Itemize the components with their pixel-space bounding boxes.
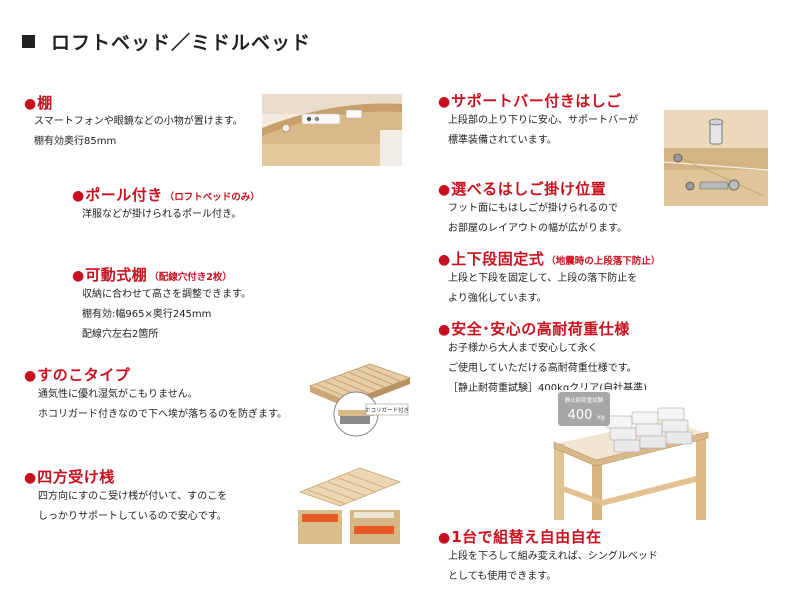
description-line: 収納に合わせて高さを調整できます。: [82, 289, 251, 300]
feature-description: 上段部の上り下りに安心、サポートバーが 標準装備されています。: [448, 111, 638, 151]
description-line: お部屋のレイアウトの幅が広がります。: [448, 223, 627, 234]
feature-title: 可動式棚: [85, 266, 148, 284]
feature-description: スマートフォンや眼鏡などの小物が置けます。 棚有効奥行85mm: [34, 113, 243, 153]
bullet-icon: ●: [72, 268, 85, 284]
feature-heading: ● ポール付き （ロフトベッドのみ）: [72, 184, 260, 205]
description-line: 上段部の上り下りに安心、サポートバーが: [448, 115, 638, 126]
feature-title: 選べるはしご掛け位置: [451, 180, 607, 198]
feature-description: フット面にもはしごが掛けられるので お部屋のレイアウトの幅が広がります。: [448, 199, 627, 239]
feature-title: 1台で組替え自由自在: [451, 528, 602, 546]
feature-safety: ● 安全･安心の高耐荷重仕様 お子様から大人まで安心して永く ご使用していただけ…: [438, 318, 647, 399]
description-line: 上段と下段を固定して、上段の落下防止を: [448, 273, 638, 284]
feature-heading: ● 安全･安心の高耐荷重仕様: [438, 318, 647, 339]
description-line: より強化しています。: [448, 293, 547, 304]
feature-convertible: ● 1台で組替え自由自在 上段を下ろして組み変えれば、シングルベッド としても使…: [438, 526, 658, 587]
feature-heading: ● 上下段固定式 （地震時の上段落下防止）: [438, 248, 660, 269]
description-line: ご使用していただける高耐荷重仕様です。: [448, 363, 637, 374]
description-line: フット面にもはしごが掛けられるので: [448, 203, 618, 214]
feature-title: 四方受け桟: [37, 468, 115, 486]
bullet-icon: ●: [438, 530, 451, 546]
feature-title: すのこタイプ: [37, 366, 131, 384]
title-square-icon: [22, 35, 35, 48]
description-line: スマートフォンや眼鏡などの小物が置けます。: [34, 116, 243, 127]
feature-title: 上下段固定式: [451, 250, 545, 268]
bullet-icon: ●: [438, 182, 451, 198]
feature-note: （配線穴付き2枚）: [149, 272, 232, 283]
description-line: ［静止耐荷重試験］400kgクリア(自社基準): [448, 383, 648, 394]
four-way-supports-image: [296, 467, 402, 544]
feature-title: サポートバー付きはしご: [451, 92, 622, 110]
description-line: としても使用できます。: [448, 571, 557, 582]
feature-slatted: ● すのこタイプ 通気性に優れ湿気がこもりません。 ホコリガード付きなので下へ埃…: [24, 364, 287, 425]
support-bar-illustration: [664, 110, 768, 206]
slat-tag-label: ホコリガード付き: [365, 406, 409, 414]
description-line: お子様から大人まで安心して永く: [448, 343, 598, 354]
slatted-base-image: ホコリガード付き: [308, 363, 412, 437]
description-line: しっかりサポートしているので安心です。: [38, 511, 227, 522]
description-line: 棚有効奥行85mm: [34, 136, 117, 147]
feature-note: （地震時の上段落下防止）: [546, 256, 661, 267]
feature-support-bar: ● サポートバー付きはしご 上段部の上り下りに安心、サポートバーが 標準装備され…: [438, 90, 638, 151]
bullet-icon: ●: [24, 368, 37, 384]
feature-four-way: ● 四方受け桟 四方向にすのこ受け桟が付いて、すのこを しっかりサポートしている…: [24, 466, 227, 527]
feature-description: お子様から大人まで安心して永く ご使用していただける高耐荷重仕様です。 ［静止耐…: [448, 339, 647, 399]
feature-heading: ● 棚: [24, 92, 243, 113]
feature-description: 四方向にすのこ受け桟が付いて、すのこを しっかりサポートしているので安心です。: [38, 487, 227, 527]
description-line: 棚有効:幅965×奥行245mm: [82, 309, 212, 320]
bullet-icon: ●: [24, 96, 37, 112]
four-way-supports-illustration: [296, 466, 402, 546]
description-line: 通気性に優れ湿気がこもりません。: [38, 389, 198, 400]
description-line: ホコリガード付きなので下へ埃が落ちるのを防ぎます。: [38, 409, 287, 420]
feature-description: 洋服などが掛けられるポール付き。: [82, 205, 260, 225]
feature-fixed-levels: ● 上下段固定式 （地震時の上段落下防止） 上段と下段を固定して、上段の落下防止…: [438, 248, 660, 309]
description-line: 洋服などが掛けられるポール付き。: [82, 209, 242, 220]
page-title-text: ロフトベッド／ミドルベッド: [51, 32, 312, 54]
bullet-icon: ●: [72, 188, 85, 204]
feature-heading: ● すのこタイプ: [24, 364, 287, 385]
description-line: 四方向にすのこ受け桟が付いて、すのこを: [38, 491, 228, 502]
feature-ladder-position: ● 選べるはしご掛け位置 フット面にもはしごが掛けられるので お部屋のレイアウト…: [438, 178, 627, 239]
bullet-icon: ●: [24, 470, 37, 486]
feature-shelf: ● 棚 スマートフォンや眼鏡などの小物が置けます。 棚有効奥行85mm: [24, 92, 243, 153]
feature-description: 上段を下ろして組み変えれば、シングルベッド としても使用できます。: [448, 547, 658, 587]
description-line: 標準装備されています。: [448, 135, 557, 146]
description-line: 配線穴左右2箇所: [82, 329, 159, 340]
slatted-base-illustration: ホコリガード付き: [300, 360, 412, 440]
description-line: 上段を下ろして組み変えれば、シングルベッド: [448, 551, 658, 562]
shelf-image: [262, 94, 402, 166]
feature-note: （ロフトベッドのみ）: [164, 192, 260, 203]
feature-heading: ● 四方受け桟: [24, 466, 227, 487]
bullet-icon: ●: [438, 322, 451, 338]
load-badge-title: 静止耐荷重試験: [565, 396, 604, 404]
feature-description: 通気性に優れ湿気がこもりません。 ホコリガード付きなので下へ埃が落ちるのを防ぎま…: [38, 385, 287, 425]
load-badge-unit: kg: [597, 414, 604, 421]
bullet-icon: ●: [438, 252, 451, 268]
feature-title: 棚: [37, 94, 53, 112]
feature-title: 安全･安心の高耐荷重仕様: [451, 320, 630, 338]
page-title: ロフトベッド／ミドルベッド: [22, 28, 311, 55]
load-test-image: 静止耐荷重試験 400 kg: [546, 390, 712, 520]
feature-description: 収納に合わせて高さを調整できます。 棚有効:幅965×奥行245mm 配線穴左右…: [82, 285, 251, 345]
load-test-illustration: 静止耐荷重試験 400 kg: [546, 390, 712, 520]
feature-heading: ● サポートバー付きはしご: [438, 90, 638, 111]
support-bar-image: [664, 110, 768, 206]
feature-movable-shelf: ● 可動式棚 （配線穴付き2枚） 収納に合わせて高さを調整できます。 棚有効:幅…: [72, 264, 251, 345]
feature-heading: ● 選べるはしご掛け位置: [438, 178, 627, 199]
bullet-icon: ●: [438, 94, 451, 110]
shelf-illustration: [262, 94, 402, 166]
feature-heading: ● 可動式棚 （配線穴付き2枚）: [72, 264, 251, 285]
feature-description: 上段と下段を固定して、上段の落下防止を より強化しています。: [448, 269, 660, 309]
load-badge-value: 400: [568, 408, 593, 423]
feature-title: ポール付き: [85, 186, 163, 204]
feature-pole: ● ポール付き （ロフトベッドのみ） 洋服などが掛けられるポール付き。: [72, 184, 260, 225]
feature-heading: ● 1台で組替え自由自在: [438, 526, 658, 547]
